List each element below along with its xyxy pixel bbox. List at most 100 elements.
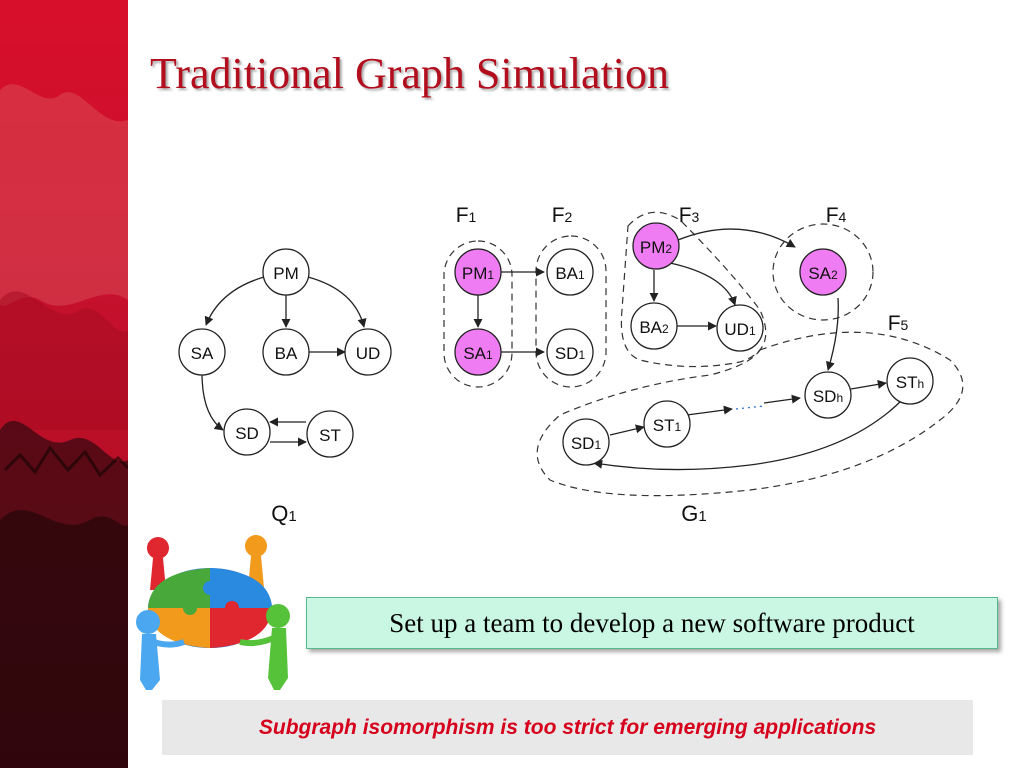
svg-text:SA2: SA2 [808, 264, 838, 283]
data-node-st1: ST1 [643, 400, 691, 448]
node-sub: 1 [486, 348, 493, 362]
node-main: SD [571, 434, 595, 453]
green-puzzle-piece [148, 568, 210, 608]
goal-callout: Set up a team to develop a new software … [306, 597, 998, 649]
node-main: PM [640, 238, 666, 257]
green-figure-head [266, 604, 290, 628]
svg-text:STh: STh [896, 373, 924, 392]
node-sub: 1 [594, 438, 601, 452]
node-main: SD [555, 344, 579, 363]
data-node-sd1-f2: SD1 [546, 328, 594, 376]
blue-figure-head [136, 610, 160, 634]
node-sub: 1 [675, 420, 682, 434]
svg-text:UD: UD [356, 344, 381, 363]
node-main: ST [896, 373, 918, 392]
orange-figure-head [245, 535, 267, 557]
edge-dots-sdh [763, 394, 801, 404]
edge-sd1-st1 [609, 424, 645, 436]
fragment-label-f5: F5 [888, 312, 909, 335]
svg-text:PM1: PM1 [462, 264, 495, 283]
fragment-label-f3: F3 [679, 204, 700, 227]
orange-puzzle-piece [148, 608, 210, 648]
svg-text:SA: SA [191, 344, 214, 363]
svg-text:ST1: ST1 [653, 416, 682, 435]
node-main: SD [813, 387, 837, 406]
svg-text:BA: BA [275, 344, 298, 363]
query-edges [201, 276, 367, 447]
node-main: BA [275, 344, 298, 363]
data-node-pm2: PM2 [632, 222, 680, 270]
edge-pm-ud [307, 276, 367, 328]
fragment-f4-outline [772, 223, 874, 321]
graph-simulation-diagram: PM SA BA UD SD ST PM1 SA1 BA1 SD1 PM2 [178, 204, 964, 526]
fragment-f5-outline [536, 331, 964, 497]
data-node-sdh: SDh [804, 371, 852, 419]
edge-pm2-ud1 [669, 262, 737, 306]
query-node-pm: PM [262, 248, 310, 296]
data-graph-label: G1 [681, 501, 706, 526]
node-main: PM [462, 264, 488, 283]
node-main: BA [639, 318, 662, 337]
edge-st1-dots [686, 405, 733, 416]
node-sub: 1 [578, 268, 585, 282]
node-main: SA [808, 264, 831, 283]
svg-text:ST: ST [319, 426, 341, 445]
query-graph-label: Q1 [271, 501, 296, 526]
dotted-continuation [735, 405, 765, 410]
fragment-f2-outline [535, 235, 607, 388]
query-node-st: ST [306, 410, 354, 458]
edge-sth-sd1 [593, 399, 903, 471]
data-node-ba2: BA2 [630, 302, 678, 350]
svg-text:UD1: UD1 [724, 320, 756, 339]
svg-text:BA1: BA1 [555, 264, 585, 283]
edge-pm-sa [204, 276, 265, 326]
fragment-label-f4: F4 [826, 204, 847, 227]
team-puzzle-illustration [136, 535, 290, 690]
node-main: UD [356, 344, 381, 363]
query-node-sa: SA [178, 328, 226, 376]
data-edges [473, 228, 903, 471]
svg-text:SD: SD [235, 424, 259, 443]
query-node-ba: BA [262, 328, 310, 376]
sidebar-decoration [0, 0, 128, 768]
node-main: ST [319, 426, 341, 445]
isomorphism-note: Subgraph isomorphism is too strict for e… [162, 700, 973, 755]
slide-title: Traditional Graph Simulation [150, 49, 670, 98]
edge-sdh-sth [850, 379, 887, 390]
node-sub: h [836, 391, 843, 405]
node-main: SA [191, 344, 214, 363]
fragment-f1-outline [443, 240, 513, 388]
fragment-outlines [443, 211, 964, 497]
svg-text:SDh: SDh [813, 387, 843, 406]
query-node-ud: UD [344, 328, 392, 376]
fragment-label-f2: F2 [552, 204, 573, 227]
svg-text:PM: PM [273, 264, 299, 283]
edge-sa-sd [201, 372, 224, 431]
mountain-silhouette [0, 84, 128, 768]
data-node-sa1: SA1 [454, 328, 502, 376]
node-sub: 2 [831, 268, 838, 282]
edge-pm2-sa2 [677, 228, 796, 248]
data-node-sth: STh [886, 357, 934, 405]
node-main: ST [653, 416, 675, 435]
node-sub: 1 [578, 348, 585, 362]
data-node-pm1: PM1 [454, 248, 502, 296]
node-sub: 2 [662, 322, 669, 336]
data-node-ba1: BA1 [546, 248, 594, 296]
svg-text:BA2: BA2 [639, 318, 669, 337]
data-node-ud1: UD1 [716, 304, 764, 352]
node-sub: 1 [487, 268, 494, 282]
red-puzzle-piece [210, 608, 272, 648]
blue-puzzle-piece [210, 568, 272, 608]
node-sub: 2 [665, 242, 672, 256]
node-sub: h [918, 377, 925, 391]
node-main: UD [724, 320, 749, 339]
svg-text:SA1: SA1 [463, 344, 493, 363]
fragment-label-f1: F1 [456, 204, 477, 227]
node-sub: 1 [749, 324, 756, 338]
edge-sa2-sdh [825, 297, 839, 371]
query-node-sd: SD [223, 408, 271, 456]
node-main: SA [463, 344, 486, 363]
svg-text:SD1: SD1 [571, 434, 602, 453]
node-main: SD [235, 424, 259, 443]
